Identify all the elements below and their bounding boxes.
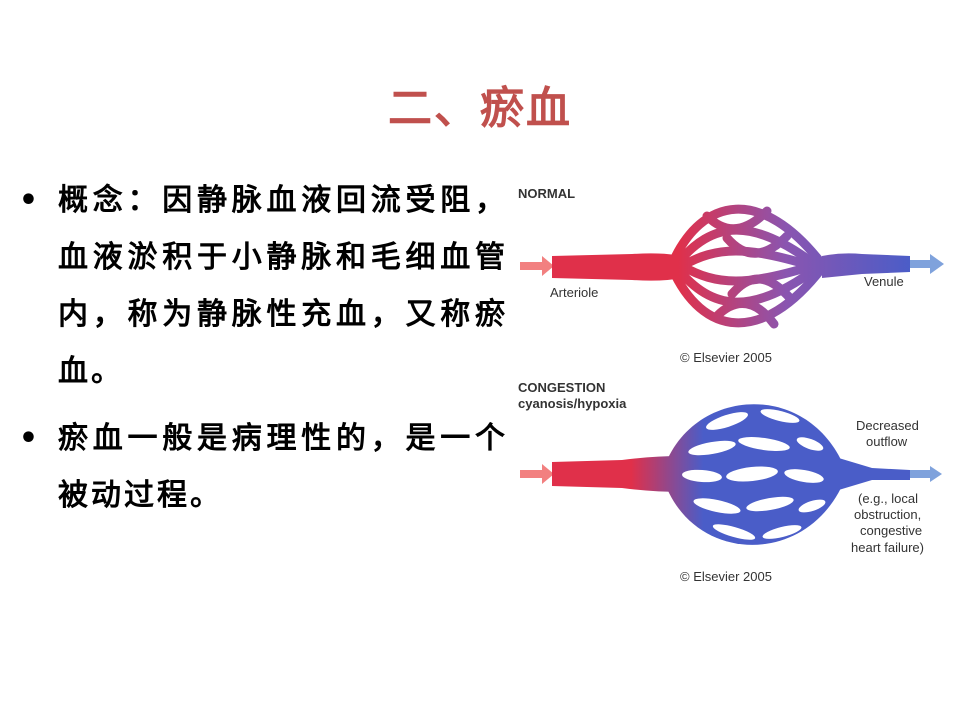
congestion-panel: CONGESTION cyanosis/hypoxia (518, 380, 942, 584)
cause-label-line3: congestive (860, 523, 922, 538)
bullet-list: • 概念：因静脉血液回流受阻，血液淤积于小静脉和毛细血管内，称为静脉性充血，又称… (18, 172, 508, 534)
bullet-dot-icon: • (18, 183, 42, 218)
congestion-subheading: cyanosis/hypoxia (518, 396, 627, 411)
slide-title: 二、瘀血 (388, 83, 572, 134)
venule-label: Venule (864, 274, 904, 289)
outflow-label-line2: outflow (866, 434, 908, 449)
bullet-dot-icon: • (18, 421, 42, 456)
normal-copyright: © Elsevier 2005 (680, 350, 772, 365)
normal-heading: NORMAL (518, 186, 575, 201)
bullet-item: • 瘀血一般是病理性的，是一个被动过程。 (18, 410, 508, 524)
normal-panel: NORMAL Arteriole Venule (518, 186, 944, 365)
outflow-label-line1: Decreased (856, 418, 919, 433)
inflow-arrow-icon (520, 256, 554, 276)
cause-label-line1: (e.g., local (858, 491, 918, 506)
bullet-text: 瘀血一般是病理性的，是一个被动过程。 (58, 421, 508, 513)
arteriole-label: Arteriole (550, 285, 598, 300)
outflow-arrow-icon (910, 466, 942, 482)
bullet-text: 概念：因静脉血液回流受阻，血液淤积于小静脉和毛细血管内，称为静脉性充血，又称瘀血… (58, 183, 508, 389)
congestion-heading: CONGESTION (518, 380, 605, 395)
cause-label-line2: obstruction, (854, 507, 921, 522)
outflow-arrow-icon (910, 254, 944, 274)
cause-label-line4: heart failure) (851, 540, 924, 555)
congestion-copyright: © Elsevier 2005 (680, 569, 772, 584)
capillary-diagram: NORMAL Arteriole Venule (518, 186, 944, 584)
bullet-item: • 概念：因静脉血液回流受阻，血液淤积于小静脉和毛细血管内，称为静脉性充血，又称… (18, 172, 508, 400)
inflow-arrow-icon (520, 464, 554, 484)
